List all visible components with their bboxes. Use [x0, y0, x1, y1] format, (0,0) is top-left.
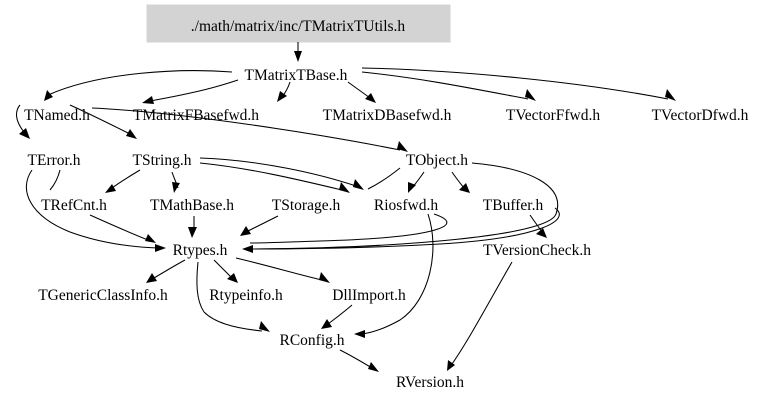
arrowhead-tnamed — [44, 90, 53, 101]
edge-tbuffer-to-tversioncheck — [529, 214, 543, 233]
node-root[interactable]: ./math/matrix/inc/TMatrixTUtils.h — [191, 18, 406, 35]
edge-tnamed-to-terror — [15, 104, 25, 133]
node-tvectordfwd[interactable]: TVectorDfwd.h — [652, 107, 749, 124]
arrowhead-tversioncheck — [536, 228, 547, 238]
root-node-box — [146, 4, 451, 43]
node-tgenericclassinfo[interactable]: TGenericClassInfo.h — [38, 287, 168, 304]
node-tversioncheck[interactable]: TVersionCheck.h — [483, 242, 591, 259]
node-label-layer: ./math/matrix/inc/TMatrixTUtils.h TMatri… — [24, 18, 749, 391]
edge-tobject-to-rtypes — [249, 162, 559, 250]
arrowhead-rconfig-a — [259, 321, 270, 332]
arrowhead-tstring — [126, 129, 137, 139]
edge-tstorage-to-rtypes — [247, 215, 279, 232]
arrowhead-rtypes-b — [155, 244, 166, 252]
arrowhead-rtypes-d — [188, 227, 197, 238]
arrowhead-rtypes-a — [242, 245, 253, 253]
arrowhead-terror — [19, 128, 30, 139]
edge-dllimport-to-rconfig — [327, 304, 353, 325]
edge-rtypes-to-rtypeinfo — [213, 259, 233, 279]
node-tstring[interactable]: TString.h — [133, 152, 192, 169]
arrowhead-tmatrixdbasefwd — [365, 93, 376, 103]
edge-tstring-to-tstorage — [199, 162, 343, 191]
arrowhead-down-mid — [277, 91, 287, 102]
edge-trefcnt-to-rtypes — [89, 214, 149, 241]
node-tstorage[interactable]: TStorage.h — [272, 197, 341, 214]
edge-tmatrixtbase-to-tmatrixdbasefwd — [347, 81, 371, 99]
arrowhead-riosfwd-b — [408, 182, 416, 193]
edge-terror-to-rtypes — [25, 169, 159, 249]
arrowhead-tobject — [397, 141, 408, 152]
arrowhead-tvectordfwd — [665, 89, 676, 101]
edge-tmatrixtbase-to-tvectordfwd — [361, 67, 669, 100]
edge-tstring-to-riosfwd — [199, 157, 357, 187]
arrowhead-tvectorffwd — [525, 89, 536, 101]
arrowhead-rversion-b — [447, 360, 455, 371]
node-terror[interactable]: TError.h — [28, 152, 81, 169]
edge-tstring-to-trefcnt — [111, 169, 141, 189]
node-tbuffer[interactable]: TBuffer.h — [483, 197, 544, 214]
arrowhead-tmatrixtbase — [294, 51, 302, 62]
edge-tmatrixtbase-to-tmatrixfbasefwd — [149, 79, 239, 102]
edge-rtypes-to-dllimport — [235, 257, 323, 281]
arrowhead-trefcnt — [105, 184, 116, 193]
arrowhead-tmathbase — [172, 182, 180, 193]
arrowhead-tstorage — [339, 182, 350, 193]
edge-tmatrixtbase-to-tvectorffwd — [361, 71, 529, 100]
node-rtypes[interactable]: Rtypes.h — [173, 242, 228, 259]
edge-tnamed-to-tstring — [69, 104, 131, 135]
edge-tversioncheck-to-rversion — [451, 261, 513, 365]
edge-layer — [15, 42, 676, 372]
edge-tbuffer-to-rtypes — [247, 207, 560, 250]
node-rversion[interactable]: RVersion.h — [396, 374, 464, 391]
node-tmatrixtbase[interactable]: TMatrixTBase.h — [245, 67, 348, 84]
arrowhead-rversion-a — [368, 362, 379, 372]
edge-rtypes-to-tgenericclassinfo — [153, 259, 186, 279]
arrowhead-rconfig-c — [354, 330, 365, 338]
edge-riosfwd-to-rconfig — [361, 213, 434, 335]
node-tmathbase[interactable]: TMathBase.h — [150, 197, 234, 214]
edge-tmatrixtbase-to-tnamed — [47, 70, 233, 96]
arrowhead-rtypes-c — [145, 234, 156, 243]
node-rtypeinfo[interactable]: Rtypeinfo.h — [209, 287, 283, 304]
edge-rtypes-to-rconfig-part — [196, 261, 205, 313]
node-trefcnt[interactable]: TRefCnt.h — [41, 197, 107, 214]
arrowhead-tbuffer — [459, 183, 470, 193]
node-tmatrixdbasefwd[interactable]: TMatrixDBasefwd.h — [323, 107, 452, 124]
node-dllimport[interactable]: DllImport.h — [332, 287, 406, 304]
edge-terror-to-trefcnt — [49, 169, 61, 191]
node-tmatrixfbasefwd[interactable]: TMatrixFBasefwd.h — [133, 107, 259, 124]
arrowhead-tgenericclassinfo — [146, 273, 157, 283]
arrowhead-rtypeinfo — [227, 273, 238, 283]
edge-tnamed-to-tobject — [91, 107, 401, 151]
edge-riosfwd-to-rtypes — [249, 213, 448, 244]
node-tvectorffwd[interactable]: TVectorFfwd.h — [506, 107, 601, 124]
node-riosfwd[interactable]: Riosfwd.h — [374, 197, 438, 214]
edge-tobject-to-tstorage — [367, 167, 401, 190]
edge-tobject-to-tbuffer — [451, 171, 465, 189]
node-tnamed[interactable]: TNamed.h — [24, 107, 90, 124]
arrowhead-dllimport — [319, 272, 330, 283]
node-rconfig[interactable]: RConfig.h — [279, 332, 344, 349]
arrowhead-tmatrixfbasefwd — [142, 96, 154, 104]
arrowhead-riosfwd-a — [353, 179, 364, 190]
arrowhead-rconfig-b — [321, 319, 332, 329]
edge-rtypes-to-rconfig — [203, 311, 263, 332]
edge-rconfig-to-rversion — [339, 349, 373, 369]
arrowhead-rtypes-e — [240, 226, 251, 236]
node-tobject[interactable]: TObject.h — [406, 152, 468, 169]
